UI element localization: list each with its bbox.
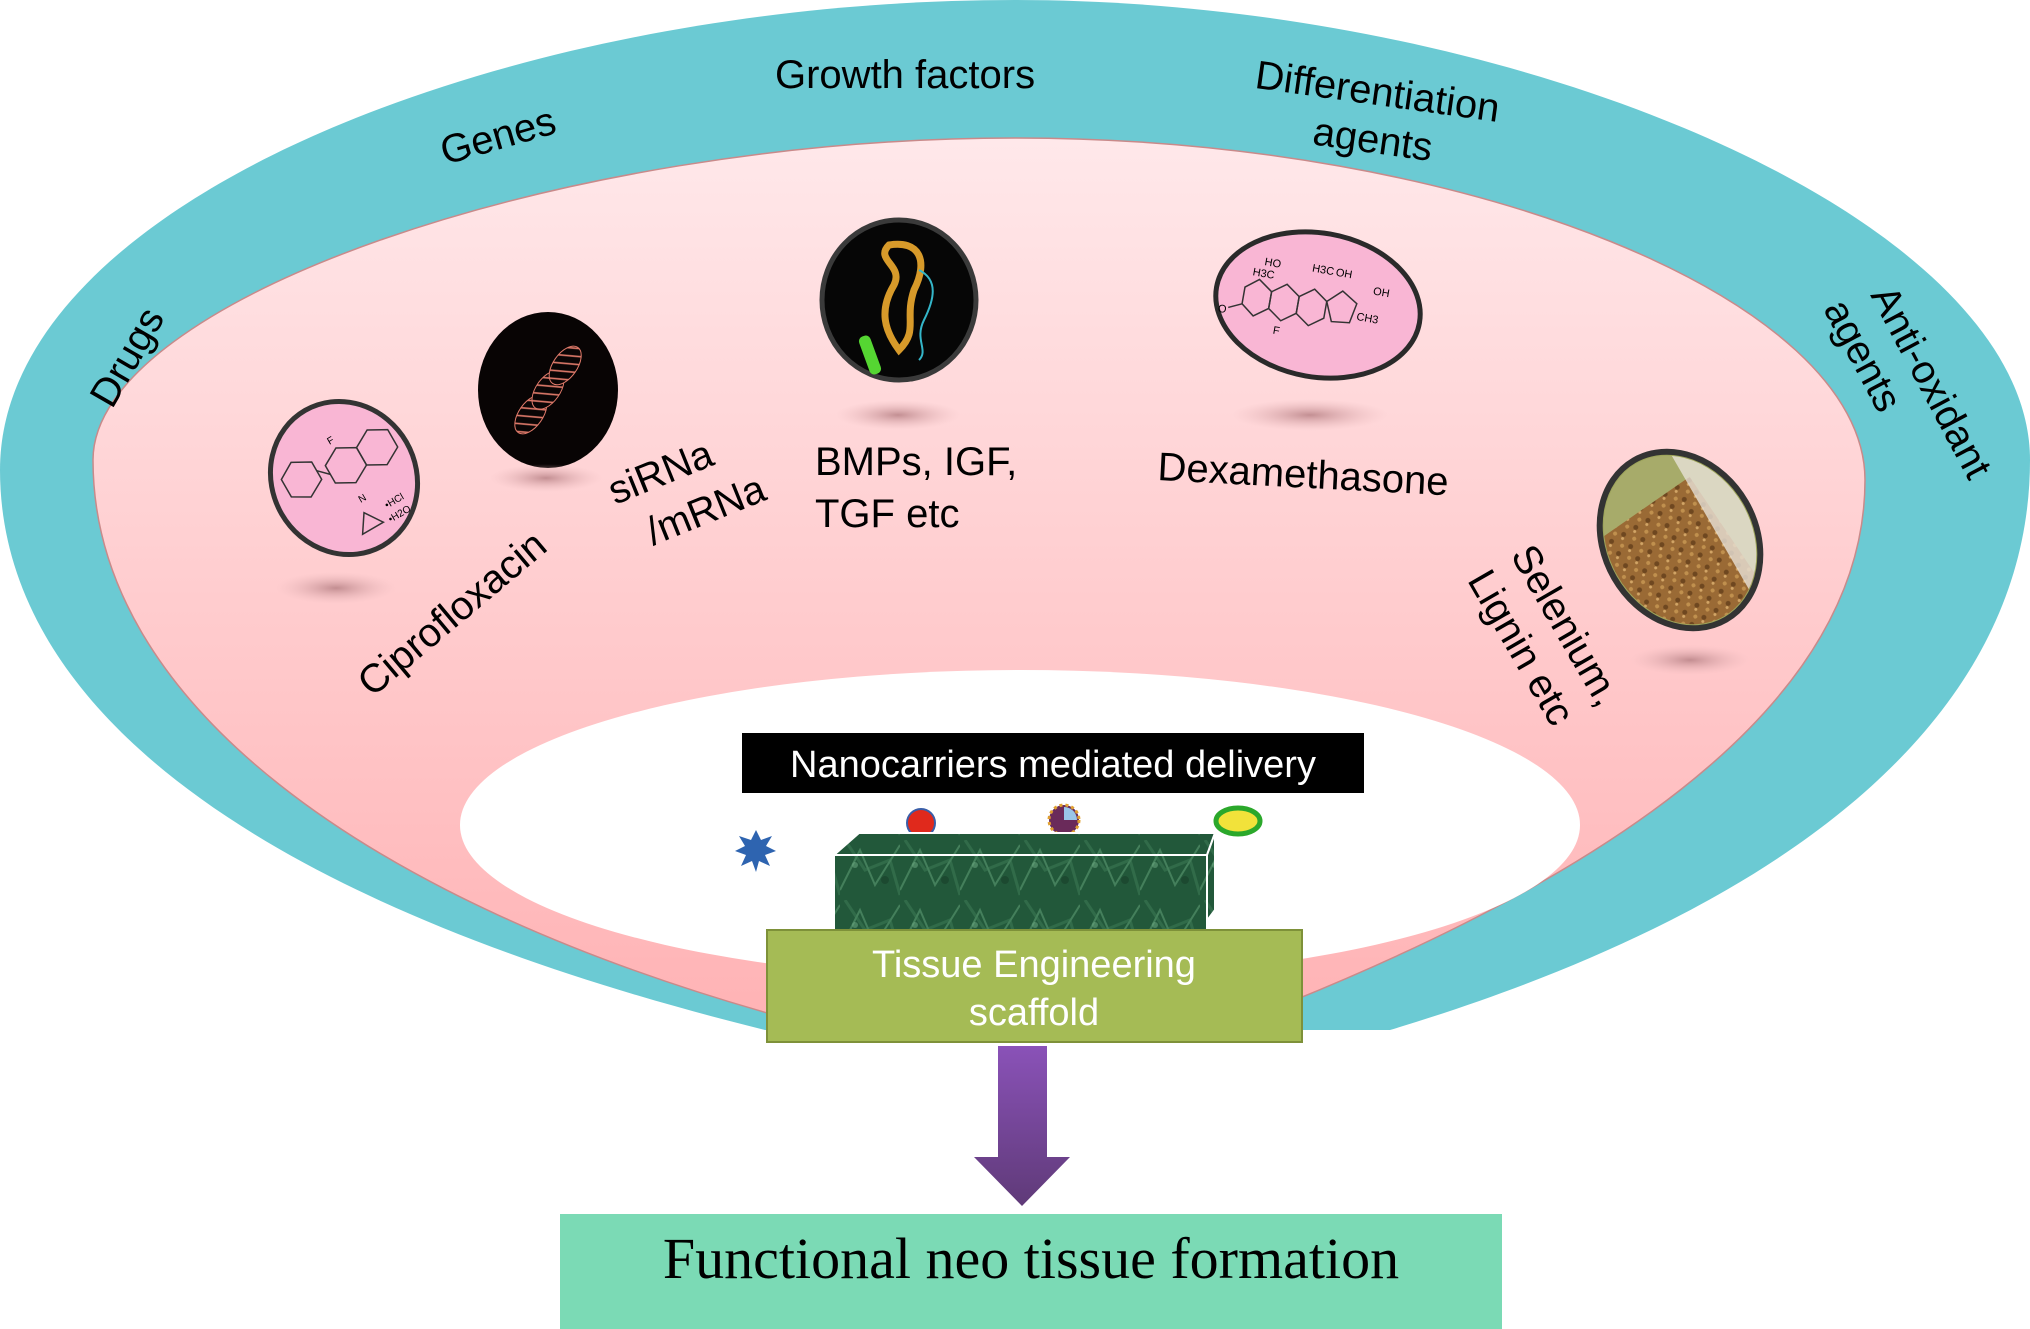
example-bmps-line2: TGF etc xyxy=(815,492,959,536)
dexa-atom-o: O xyxy=(1217,303,1228,316)
example-bmps-line1: BMPs, IGF, xyxy=(815,440,1017,484)
scaffold-label-line1: Tissue Engineering xyxy=(872,944,1196,986)
dexa-atom-h3c-2: H3C xyxy=(1311,263,1335,279)
cipro-atom-f: F xyxy=(325,435,336,448)
star-nanocarrier-icon xyxy=(735,830,776,872)
nanocarriers-banner: Nanocarriers mediated delivery xyxy=(742,733,1364,793)
lignin-shadow xyxy=(1630,645,1750,675)
lignin-powder-icon xyxy=(1573,427,1787,653)
dexa-atom-oh-2: OH xyxy=(1372,285,1390,300)
protein-structure-icon xyxy=(819,217,979,383)
scaffold-block xyxy=(831,832,1217,936)
dexa-atom-f: F xyxy=(1272,325,1281,338)
scaffold-label-box: Tissue Engineering scaffold xyxy=(766,929,1303,1043)
rna-helix-icon xyxy=(478,312,618,468)
down-arrow-icon xyxy=(974,1046,1070,1206)
outcome-label: Functional neo tissue formation xyxy=(663,1226,1399,1291)
dexa-atom-ho: HO xyxy=(1264,256,1283,271)
outcome-box: Functional neo tissue formation xyxy=(560,1214,1502,1329)
dexamethasone-structure-icon: HO H3C H3C OH OH CH3 F O xyxy=(1213,229,1423,381)
example-bmps: BMPs, IGF, TGF etc xyxy=(815,440,1017,536)
dexamethasone-shadow xyxy=(1232,399,1388,431)
protein-shadow xyxy=(836,400,960,430)
category-growth-factors-label: Growth factors xyxy=(775,53,1035,97)
nanocarriers-banner-text: Nanocarriers mediated delivery xyxy=(790,744,1316,786)
dexa-atom-ch3: CH3 xyxy=(1355,311,1379,327)
capsule-nanocarrier-icon xyxy=(1213,805,1263,837)
dexa-atom-oh: OH xyxy=(1335,267,1353,282)
rna-helix-shadow xyxy=(490,464,602,492)
cipro-atom-n: N xyxy=(357,492,369,505)
ciprofloxacin-structure-icon: F N •HCl •H2O xyxy=(267,398,421,558)
dexa-atom-h3c: H3C xyxy=(1252,266,1276,282)
scaffold-label-line2: scaffold xyxy=(969,992,1099,1034)
ciprofloxacin-shadow xyxy=(276,572,396,604)
